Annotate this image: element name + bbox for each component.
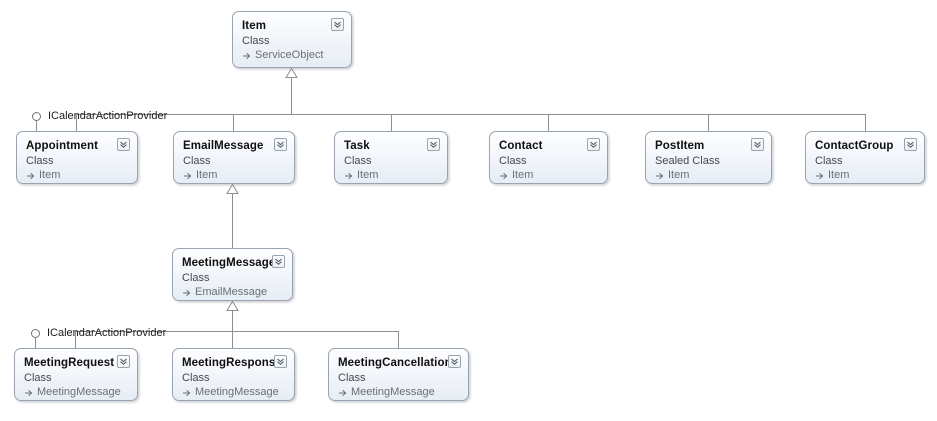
class-kind: Class [344, 155, 372, 167]
class-base-label: MeetingMessage [195, 386, 279, 398]
class-base: MeetingMessage [182, 385, 285, 399]
class-base: Item [655, 168, 762, 182]
class-name: MeetingResponse [182, 357, 282, 369]
class-base-label: Item [828, 169, 850, 181]
class-base-label: Item [512, 169, 534, 181]
class-box-meetingmessage[interactable]: MeetingMessage Class EmailMessage [172, 248, 293, 301]
connector-bus-level1 [76, 114, 865, 115]
class-kind: Class [182, 372, 210, 384]
class-name: MeetingCancellation [338, 357, 452, 369]
class-box-task[interactable]: Task Class Item [334, 131, 448, 184]
connector-bus-level3 [75, 331, 399, 332]
class-base: Item [26, 168, 128, 182]
collapse-button[interactable] [751, 138, 764, 151]
class-base: Item [344, 168, 438, 182]
inheritance-arrow-icon [24, 387, 34, 397]
connector-drop-meetingresponse [232, 331, 233, 348]
lollipop-interface-icon [31, 329, 40, 338]
lollipop-interface-icon [32, 112, 41, 121]
class-base-label: Item [196, 169, 218, 181]
class-kind: Class [26, 155, 54, 167]
inheritance-arrow-icon [26, 170, 36, 180]
inheritance-arrow-icon [182, 387, 192, 397]
class-base-label: ServiceObject [255, 49, 324, 61]
class-kind: Sealed Class [655, 155, 720, 167]
inheritance-arrow-icon [344, 170, 354, 180]
class-box-item[interactable]: Item Class ServiceObject [232, 11, 352, 68]
collapse-button[interactable] [272, 255, 285, 268]
collapse-button[interactable] [331, 18, 344, 31]
class-box-appointment[interactable]: Appointment Class Item [16, 131, 138, 184]
interface-label: ICalendarActionProvider [48, 110, 168, 122]
connector-drop-meetingcancellation [398, 331, 399, 348]
class-kind: Class [182, 272, 210, 284]
connector-drop-task [391, 114, 392, 131]
connector-drop-contactgroup [865, 114, 866, 131]
interface-label: ICalendarActionProvider [47, 327, 167, 339]
connector-meetingmessage-stem [232, 311, 233, 331]
class-kind: Class [815, 155, 843, 167]
collapse-button[interactable] [587, 138, 600, 151]
class-base-label: EmailMessage [195, 286, 268, 298]
class-box-meetingcancellation[interactable]: MeetingCancellation Class MeetingMessage [328, 348, 469, 401]
connector-drop-postitem [708, 114, 709, 131]
connector-drop-contact [548, 114, 549, 131]
class-box-meetingrequest[interactable]: MeetingRequest Class MeetingMessage [14, 348, 138, 401]
connector-drop-emailmessage [233, 114, 234, 131]
lollipop-stem [36, 121, 37, 140]
class-name: ContactGroup [815, 140, 894, 152]
class-box-meetingresponse[interactable]: MeetingResponse Class MeetingMessage [172, 348, 295, 401]
class-name: Appointment [26, 140, 99, 152]
connector-emailmessage-meetingmessage [232, 194, 233, 248]
class-base: EmailMessage [182, 285, 283, 299]
collapse-button[interactable] [117, 355, 130, 368]
class-box-contactgroup[interactable]: ContactGroup Class Item [805, 131, 925, 184]
inheritance-arrow-icon [182, 287, 192, 297]
inheritance-arrow-icon [338, 387, 348, 397]
class-name: EmailMessage [183, 140, 264, 152]
class-base: MeetingMessage [24, 385, 128, 399]
connector-drop-appointment [76, 114, 77, 131]
lollipop-stem [35, 338, 36, 357]
inheritance-arrow-icon [655, 170, 665, 180]
class-kind: Class [183, 155, 211, 167]
collapse-button[interactable] [274, 355, 287, 368]
class-base-label: Item [39, 169, 61, 181]
collapse-button[interactable] [904, 138, 917, 151]
inheritance-arrow-icon [815, 170, 825, 180]
class-name: PostItem [655, 140, 705, 152]
class-base: Item [499, 168, 598, 182]
class-base: ServiceObject [242, 48, 342, 62]
connector-drop-meetingrequest [75, 331, 76, 348]
class-base-label: Item [668, 169, 690, 181]
class-kind: Class [24, 372, 52, 384]
class-kind: Class [338, 372, 366, 384]
class-base-label: MeetingMessage [37, 386, 121, 398]
class-name: Item [242, 20, 267, 32]
inheritance-arrow-icon [499, 170, 509, 180]
collapse-button[interactable] [448, 355, 461, 368]
class-kind: Class [499, 155, 527, 167]
inheritance-arrow-icon [242, 50, 252, 60]
collapse-button[interactable] [117, 138, 130, 151]
class-name: MeetingMessage [182, 257, 276, 269]
collapse-button[interactable] [427, 138, 440, 151]
class-name: Contact [499, 140, 543, 152]
connector-item-stem [291, 78, 292, 114]
class-base: Item [815, 168, 915, 182]
class-kind: Class [242, 35, 270, 47]
class-base: Item [183, 168, 285, 182]
class-box-contact[interactable]: Contact Class Item [489, 131, 608, 184]
class-base-label: Item [357, 169, 379, 181]
class-name: Task [344, 140, 370, 152]
class-name: MeetingRequest [24, 357, 115, 369]
class-box-postitem[interactable]: PostItem Sealed Class Item [645, 131, 772, 184]
class-base-label: MeetingMessage [351, 386, 435, 398]
class-base: MeetingMessage [338, 385, 459, 399]
inheritance-arrow-icon [183, 170, 193, 180]
collapse-button[interactable] [274, 138, 287, 151]
class-box-emailmessage[interactable]: EmailMessage Class Item [173, 131, 295, 184]
